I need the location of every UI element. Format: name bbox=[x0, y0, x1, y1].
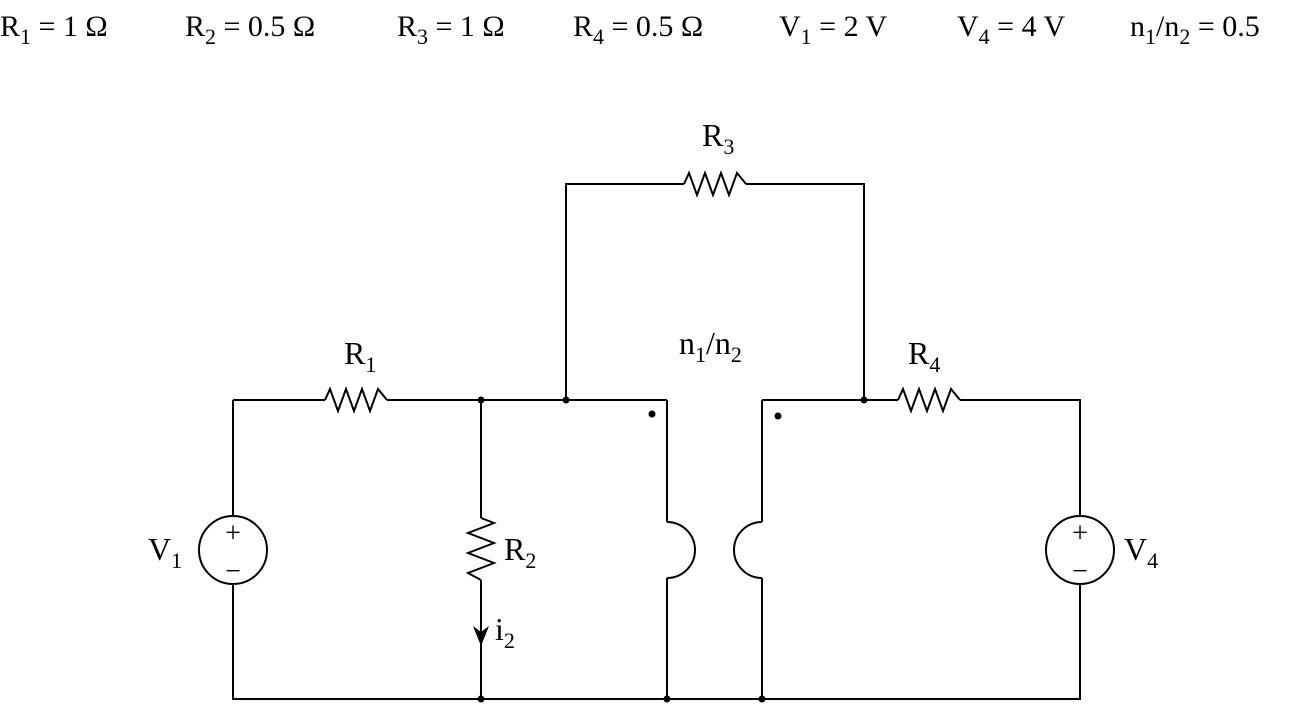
source-v4-plus: + bbox=[1072, 518, 1088, 549]
source-v1-plus: + bbox=[225, 518, 241, 549]
parameter-list: R1 = 1 Ω R2 = 0.5 Ω R3 = 1 Ω R4 = 0.5 Ω … bbox=[0, 10, 1260, 49]
source-v4-minus: − bbox=[1072, 556, 1088, 587]
resistor-r4 bbox=[897, 386, 961, 414]
junction-r3-left bbox=[562, 396, 570, 404]
label-turns-ratio: n1/n2 bbox=[679, 325, 742, 367]
junction-r3-right bbox=[860, 396, 868, 404]
label-r2: R2 bbox=[504, 531, 536, 573]
source-v1-circle bbox=[198, 515, 268, 585]
junction-r2-bottom bbox=[477, 695, 485, 703]
label-r4: R4 bbox=[908, 335, 940, 377]
source-v1-minus: − bbox=[225, 556, 241, 587]
wire-r3-right bbox=[746, 183, 865, 400]
label-r3: R3 bbox=[702, 117, 734, 159]
label-v1: V1 bbox=[148, 531, 182, 573]
polarity-dot-secondary bbox=[774, 412, 782, 420]
param-r2: R2 = 0.5 Ω bbox=[185, 10, 315, 49]
label-current-i2: i2 bbox=[495, 611, 515, 653]
resistor-r3 bbox=[683, 170, 747, 198]
junctions bbox=[477, 396, 868, 703]
current-arrow-icon bbox=[473, 626, 489, 646]
wire-bottom-right bbox=[761, 578, 1081, 700]
param-r4: R4 = 0.5 Ω bbox=[573, 10, 703, 49]
junction-primary-bottom bbox=[663, 695, 671, 703]
junction-secondary-bottom bbox=[758, 695, 766, 703]
resistor-r1 bbox=[324, 386, 388, 414]
label-r1: R1 bbox=[344, 335, 376, 377]
polarity-dot-primary bbox=[648, 410, 656, 418]
param-r1: R1 = 1 Ω bbox=[0, 10, 108, 49]
source-v1: + − bbox=[198, 515, 268, 587]
source-v4-circle bbox=[1045, 515, 1115, 585]
resistor-r2 bbox=[465, 517, 497, 581]
transformer-secondary-coil bbox=[733, 521, 763, 579]
param-r3: R3 = 1 Ω bbox=[397, 10, 505, 49]
source-v4: + − bbox=[1045, 515, 1115, 587]
junction-r1-r2 bbox=[477, 396, 485, 404]
param-v1: V1 = 2 V bbox=[779, 10, 888, 49]
param-v4: V4 = 4 V bbox=[957, 10, 1066, 49]
transformer-primary-coil bbox=[666, 521, 696, 579]
wire-bottom-left bbox=[232, 584, 762, 700]
wires bbox=[232, 183, 1081, 700]
wire-r3-left bbox=[565, 183, 684, 400]
wire-r4-v4 bbox=[960, 399, 1081, 516]
label-v4: V4 bbox=[1124, 531, 1158, 573]
param-turns-ratio: n1/n2 = 0.5 bbox=[1130, 10, 1260, 49]
